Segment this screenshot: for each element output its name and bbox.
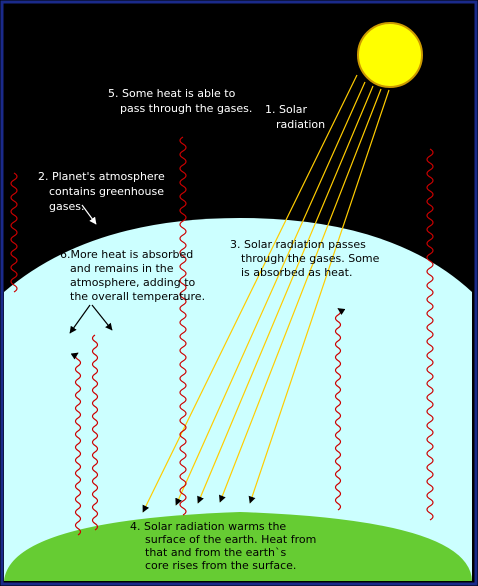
solar-ray-3 [197, 85, 374, 504]
heat-wave-trapped-1 [70, 352, 82, 536]
atmosphere-dome [4, 218, 472, 581]
label-solar-radiation: 1. Solar radiation [265, 103, 325, 131]
heat-wave-escaping-right [426, 148, 434, 521]
heat-wave-trapped-2 [91, 334, 99, 531]
solar-ray-5 [248, 89, 390, 504]
heat-wave-escaping-left [10, 172, 18, 293]
trapped-heat-arrow-right [91, 304, 113, 331]
solar-ray-4 [218, 88, 382, 503]
label-heat-escapes: 5. Some heat is able to pass through the… [108, 87, 252, 115]
trapped-heat-pointers [69, 304, 113, 334]
trapped-heat-arrow-left [69, 304, 91, 334]
earth-surface [4, 512, 472, 581]
solar-rays [142, 74, 390, 513]
label-atmosphere-greenhouse: 2. Planet's atmosphere contains greenhou… [38, 170, 168, 213]
sun [357, 22, 423, 88]
label-heat-trapped: 6.More heat is absorbed and remains in t… [60, 248, 205, 303]
heat-wave-trapped-3 [334, 307, 346, 511]
atmosphere-pointer-arrow [81, 204, 97, 225]
solar-ray-2 [175, 81, 366, 506]
solar-ray-1 [142, 74, 358, 513]
heat-waves [10, 136, 434, 536]
heat-wave-escaping-center [179, 136, 187, 516]
label-surface-warming: 4. Solar radiation warms the surface of … [130, 520, 320, 572]
label-radiation-passes: 3. Solar radiation passes through the ga… [230, 238, 383, 279]
